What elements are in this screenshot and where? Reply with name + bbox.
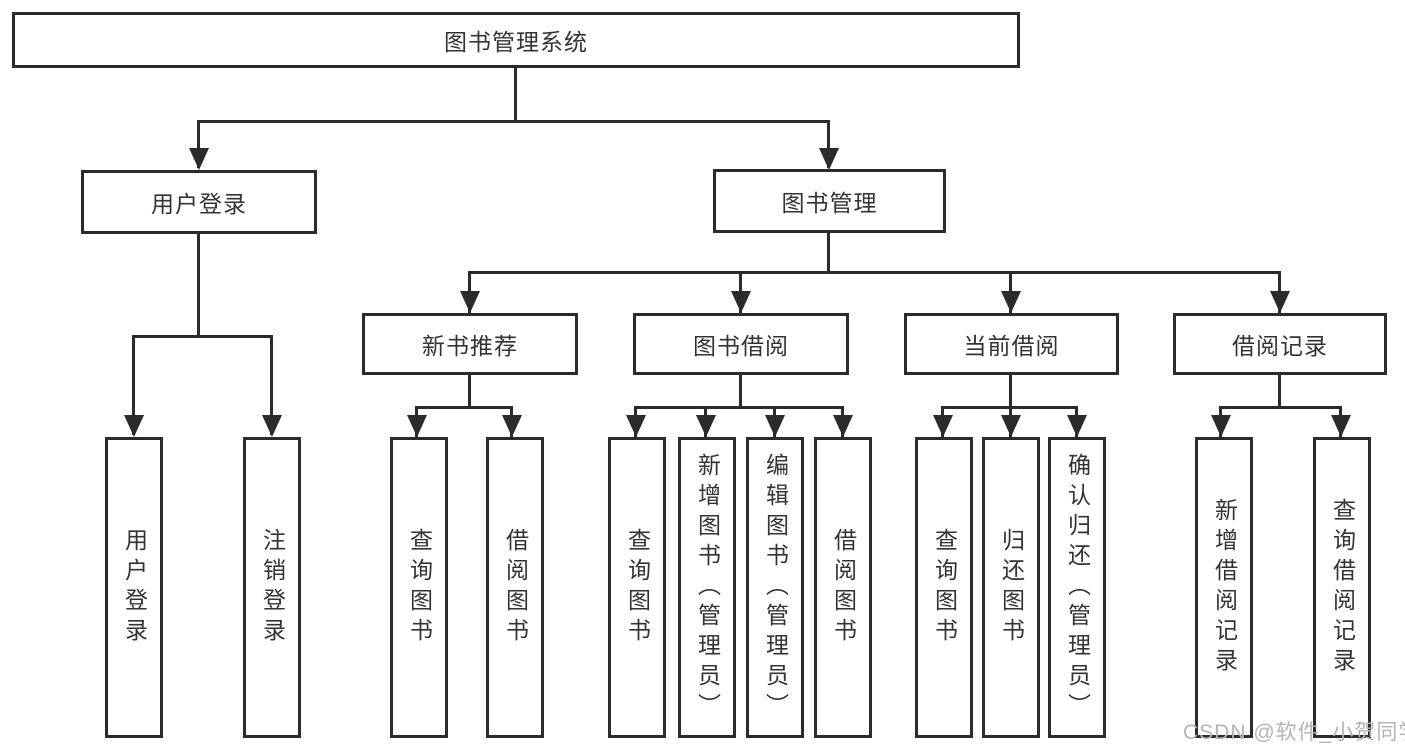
leaf-borrow-books-2: 借阅图书 xyxy=(814,437,872,738)
connector-line xyxy=(1009,375,1012,408)
leaf-user-login: 用户登录 xyxy=(105,437,163,738)
connector-line xyxy=(132,335,135,435)
arrowhead-down-icon xyxy=(696,415,716,437)
leaf-add-books-admin: 新增图书（管理员） xyxy=(678,437,736,738)
arrowhead-down-icon xyxy=(933,415,953,437)
arrowhead-down-icon xyxy=(1331,415,1351,437)
arrowhead-down-icon xyxy=(262,415,282,437)
connector-line xyxy=(1219,406,1342,409)
connector-line xyxy=(415,406,513,409)
node-label: 归还图书 xyxy=(998,527,1025,648)
node-book-management: 图书管理 xyxy=(713,169,946,233)
node-current-borrow: 当前借阅 xyxy=(904,313,1119,375)
connector-line xyxy=(739,375,742,408)
leaf-query-books-2: 查询图书 xyxy=(608,437,666,738)
connector-line xyxy=(132,335,273,338)
connector-line xyxy=(634,406,844,409)
node-label: 用户登录 xyxy=(151,191,247,217)
connector-line xyxy=(197,234,200,337)
leaf-query-borrow-record: 查询借阅记录 xyxy=(1313,437,1371,738)
node-label: 图书管理系统 xyxy=(444,29,588,55)
arrowhead-down-icon xyxy=(626,415,646,437)
node-label: 用户登录 xyxy=(121,527,148,648)
arrowhead-down-icon xyxy=(502,415,522,437)
node-new-book-recommend: 新书推荐 xyxy=(362,313,578,375)
connector-line xyxy=(827,120,830,168)
connector-line xyxy=(468,375,471,408)
node-label: 新书推荐 xyxy=(422,333,518,359)
node-label: 查询图书 xyxy=(624,527,651,648)
leaf-return-books: 归还图书 xyxy=(982,437,1040,738)
node-user-login: 用户登录 xyxy=(81,170,317,234)
connector-line xyxy=(270,335,273,435)
node-label: 注销登录 xyxy=(259,527,286,648)
node-label: 查询图书 xyxy=(406,527,433,648)
connector-line xyxy=(1278,375,1281,408)
connector-line xyxy=(514,68,517,120)
arrowhead-down-icon xyxy=(765,415,785,437)
node-library-management-system: 图书管理系统 xyxy=(12,12,1020,68)
leaf-logout: 注销登录 xyxy=(243,437,301,738)
csdn-watermark: CSDN @软件_小贺同学 xyxy=(1183,721,1405,744)
connector-line xyxy=(468,271,1281,274)
arrowhead-down-icon xyxy=(189,148,209,170)
node-label: 新增借阅记录 xyxy=(1211,497,1238,678)
node-label: 编辑图书（管理员） xyxy=(762,452,789,723)
leaf-confirm-return-admin: 确认归还（管理员） xyxy=(1048,437,1106,738)
arrowhead-down-icon xyxy=(1067,415,1087,437)
leaf-edit-books-admin: 编辑图书（管理员） xyxy=(746,437,804,738)
node-label: 查询图书 xyxy=(931,527,958,648)
node-label: 当前借阅 xyxy=(963,333,1060,359)
leaf-query-books-1: 查询图书 xyxy=(390,437,448,738)
leaf-add-borrow-record: 新增借阅记录 xyxy=(1195,437,1253,738)
arrowhead-down-icon xyxy=(819,148,839,170)
arrowhead-down-icon xyxy=(1270,291,1290,313)
node-label: 借阅图书 xyxy=(830,527,857,648)
node-book-borrow: 图书借阅 xyxy=(633,313,849,375)
node-label: 确认归还（管理员） xyxy=(1064,452,1091,723)
node-label: 新增图书（管理员） xyxy=(694,452,721,723)
connector-line xyxy=(197,120,830,123)
node-label: 查询借阅记录 xyxy=(1329,497,1356,678)
arrowhead-down-icon xyxy=(731,291,751,313)
node-borrow-records: 借阅记录 xyxy=(1173,313,1387,375)
arrowhead-down-icon xyxy=(833,415,853,437)
leaf-query-books-3: 查询图书 xyxy=(915,437,973,738)
connector-line xyxy=(197,120,200,168)
arrowhead-down-icon xyxy=(1001,415,1021,437)
arrowhead-down-icon xyxy=(1001,291,1021,313)
node-label: 图书管理 xyxy=(781,190,878,216)
leaf-borrow-books-1: 借阅图书 xyxy=(486,437,544,738)
arrowhead-down-icon xyxy=(1211,415,1231,437)
node-label: 借阅记录 xyxy=(1232,333,1328,359)
node-label: 图书借阅 xyxy=(693,333,789,359)
arrowhead-down-icon xyxy=(407,415,427,437)
node-label: 借阅图书 xyxy=(502,527,529,648)
arrowhead-down-icon xyxy=(124,415,144,437)
connector-line xyxy=(827,233,830,273)
arrowhead-down-icon xyxy=(460,291,480,313)
